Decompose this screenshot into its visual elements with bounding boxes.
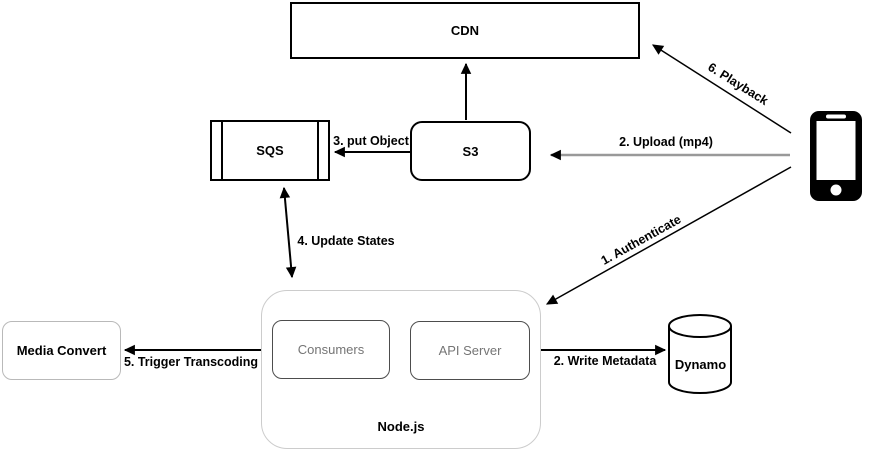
edge-playback	[652, 44, 792, 134]
node-cdn: CDN	[290, 2, 640, 59]
sqs-label: SQS	[256, 143, 284, 158]
edge-label-put-object: 3. put Object	[333, 134, 409, 148]
edge-label-upload: 2. Upload (mp4)	[619, 135, 713, 149]
consumers-label: Consumers	[297, 342, 365, 357]
cdn-label: CDN	[450, 23, 480, 38]
node-dynamo-label-wrap: Dynamo	[670, 356, 731, 374]
media-convert-label: Media Convert	[16, 343, 107, 358]
edge-update-states	[279, 186, 297, 279]
node-api-server: API Server	[410, 321, 530, 380]
nodejs-label-wrap: Node.js	[262, 418, 540, 436]
smartphone-icon	[810, 111, 862, 201]
sqs-side-bar	[317, 122, 319, 179]
node-s3: S3	[410, 121, 531, 181]
node-media-convert: Media Convert	[2, 321, 121, 380]
dynamo-cylinder	[668, 314, 732, 394]
edge-label-trigger-transcoding: 5. Trigger Transcoding	[123, 355, 259, 369]
dynamo-label: Dynamo	[674, 357, 727, 372]
nodejs-label: Node.js	[377, 419, 425, 434]
edge-label-update-states: 4. Update States	[297, 234, 395, 248]
edge-authenticate	[545, 166, 792, 305]
api-server-label: API Server	[438, 343, 502, 358]
node-consumers: Consumers	[272, 320, 390, 379]
sqs-side-bar	[221, 122, 223, 179]
s3-label: S3	[462, 143, 479, 159]
edge-label-write-metadata: 2. Write Metadata	[553, 354, 657, 368]
node-sqs: SQS	[210, 120, 330, 181]
